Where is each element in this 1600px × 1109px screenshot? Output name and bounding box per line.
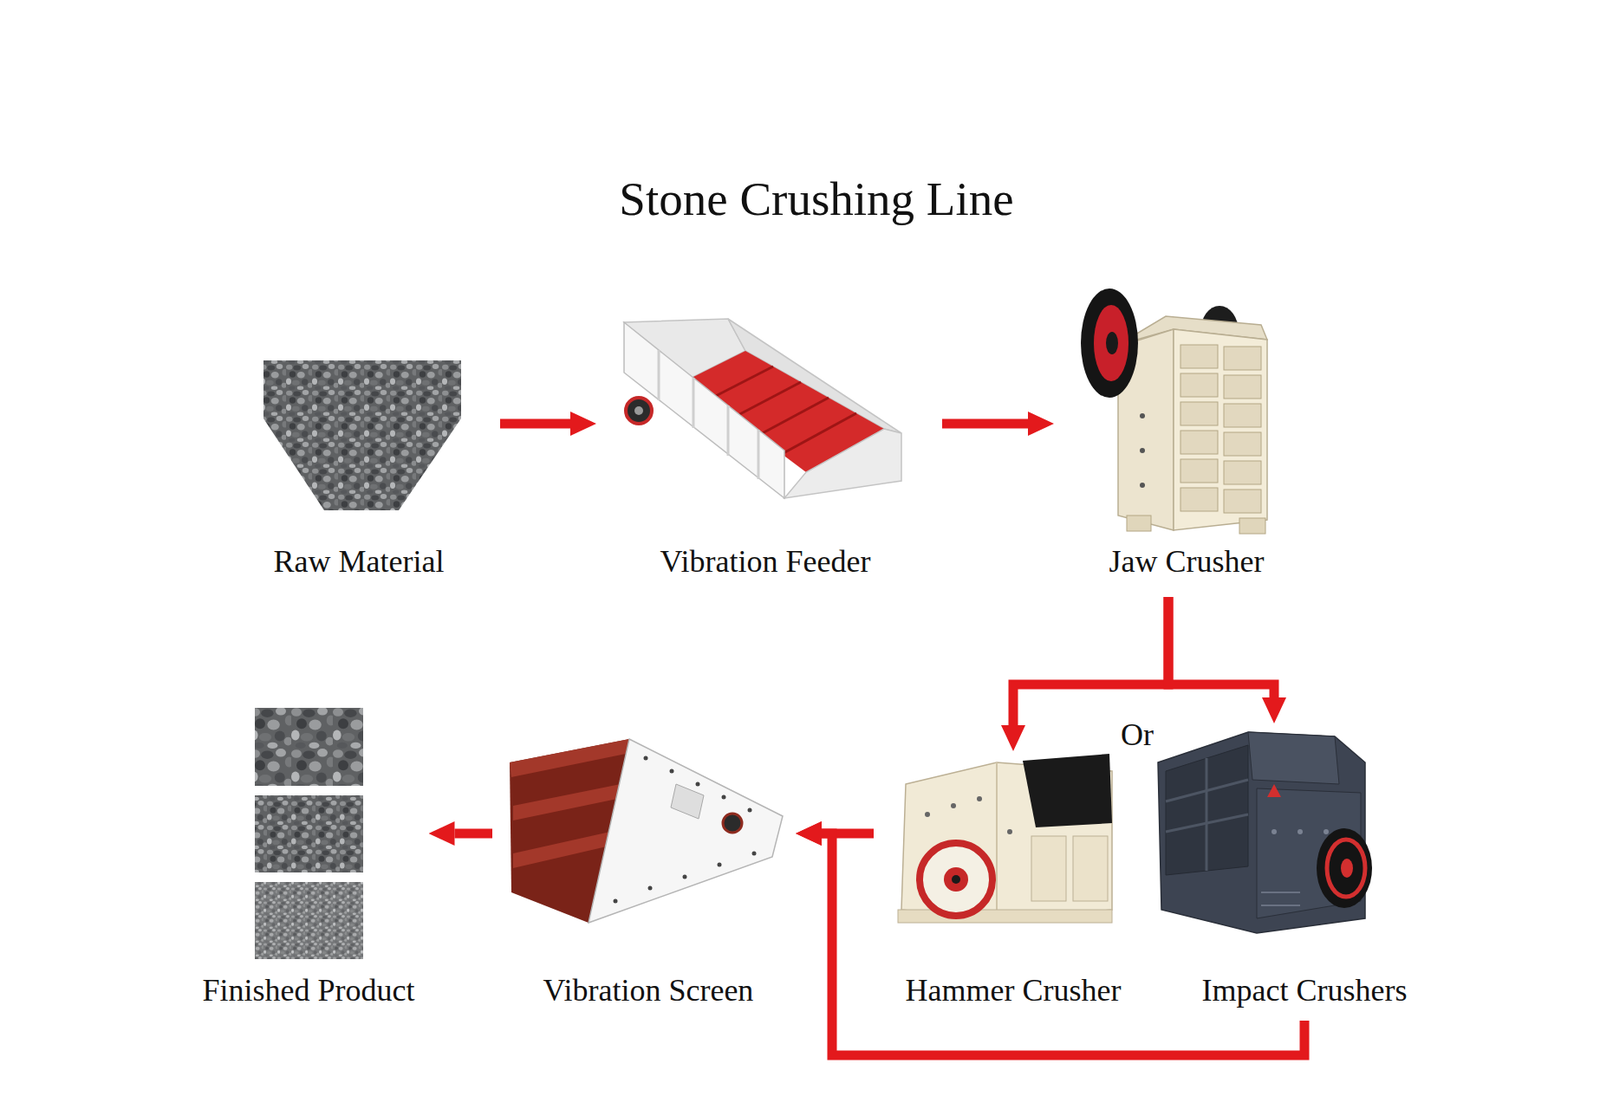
station-label: Impact Crushers [1202, 973, 1408, 1009]
station-label: Finished Product [201, 973, 415, 1009]
process-station: Raw Material [263, 360, 462, 586]
process-station: Hammer Crusher [897, 754, 1126, 1015]
process-station: Vibration Feeder [622, 318, 904, 586]
process-station: Impact Crushers [1155, 727, 1412, 1015]
station-label: Vibration Screen [543, 973, 755, 1009]
station-label: Vibration Feeder [660, 544, 872, 580]
label-holder: Or [1120, 717, 1154, 754]
station-label: Raw Material [273, 544, 445, 580]
title-holder: Stone Crushing Line [618, 171, 1014, 227]
process-station: Vibration Screen [505, 739, 783, 1015]
station-label: Hammer Crusher [905, 973, 1122, 1009]
flow-arrow [500, 419, 571, 430]
flow-arrow [942, 419, 1028, 430]
flow-arrow [1013, 597, 1169, 726]
station-label: Jaw Crusher [1109, 544, 1265, 580]
process-station: Jaw Crusher [1079, 288, 1271, 586]
choice-label: Or [1120, 717, 1154, 754]
flow-arrow [1168, 597, 1275, 698]
flow-arrow [821, 833, 1305, 1056]
diagram-title: Stone Crushing Line [618, 171, 1014, 227]
process-station: Finished Product [196, 708, 420, 1015]
flow-arrow [455, 829, 494, 840]
